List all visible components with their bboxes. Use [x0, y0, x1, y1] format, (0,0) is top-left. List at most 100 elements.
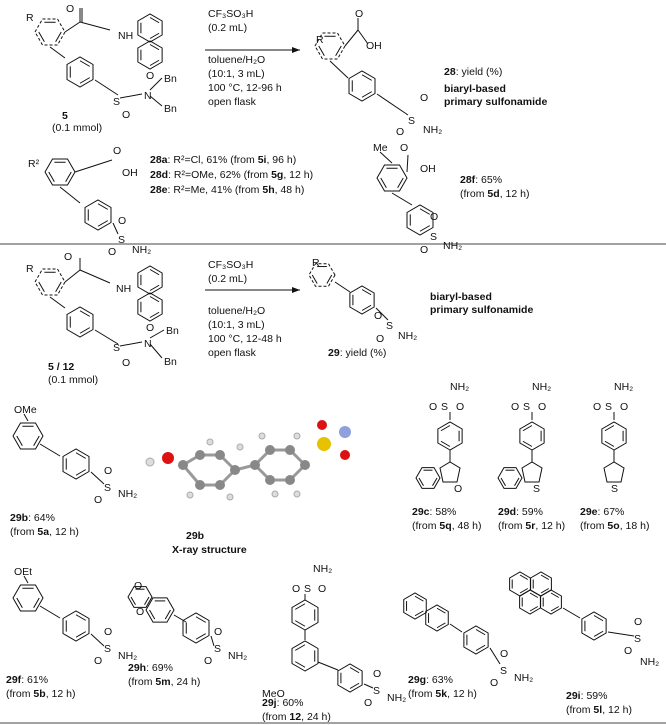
- sulfonyl-n-label: N: [144, 90, 152, 102]
- 28f-me-bond: [379, 151, 393, 164]
- reagent-amount: (0.2 mL): [208, 22, 248, 34]
- example-s-label: S: [118, 234, 126, 246]
- xray-carbon-atom: [265, 475, 275, 485]
- example-s-bond: [112, 222, 119, 235]
- 29b-ring-2: [62, 448, 90, 480]
- ring-double-bond: [149, 44, 160, 51]
- carbonyl-bond: [64, 21, 81, 33]
- compound-29d-source: (from 5r, 12 h): [498, 520, 566, 532]
- p2-carbonyl-bond: [64, 269, 81, 283]
- ring-double-bond: [349, 667, 360, 674]
- xray-carbon-atom: [215, 480, 225, 490]
- p2-sulfonyl-n: N: [144, 338, 152, 350]
- compound-29c-source: (from 5q, 48 h): [412, 520, 482, 532]
- p2-reagent-amount: (0.2 mL): [208, 273, 248, 285]
- 28f-biaryl-bond: [391, 192, 413, 206]
- compound-29e-source: (from 5o, 18 h): [580, 520, 650, 532]
- 29h-s: S: [214, 643, 222, 655]
- ring-double-bond: [97, 203, 108, 210]
- 29h-o2: O: [204, 655, 213, 667]
- ring-double-bond: [55, 281, 62, 292]
- 29h-benzo-ring: [145, 597, 175, 623]
- 29b-ome-bond: [23, 413, 29, 422]
- me-label-28f: Me: [373, 142, 388, 154]
- ring-double-bond: [149, 296, 160, 303]
- 29h-ring-o2: O: [136, 606, 145, 618]
- 29g-s-bond: [489, 647, 501, 665]
- p2-class-line-2: primary sulfonamide: [430, 304, 534, 316]
- compound-29j-yield: 29j: 60%: [262, 697, 304, 709]
- ring-double-bond: [295, 603, 306, 610]
- p2-product-biaryl-bond: [334, 281, 351, 293]
- ring-double-bond: [380, 177, 387, 188]
- sulfonyl-o2-label: O: [122, 109, 131, 121]
- xray-carbon-atom: [265, 445, 275, 455]
- ring-double-bond: [79, 60, 90, 67]
- compound-29f-yield: 29f: 61%: [6, 674, 49, 686]
- xray-hydrogen-atom: [145, 457, 155, 467]
- xray-carbon-atom: [250, 460, 260, 470]
- ring-double-bond: [414, 595, 424, 602]
- ring-double-bond: [149, 311, 160, 318]
- ring-double-bond: [326, 274, 333, 284]
- p2-bn-1: Bn: [166, 325, 179, 337]
- 29h-dioxane-ring: [127, 586, 153, 608]
- 29e-o2: O: [620, 401, 629, 413]
- product-nh2-label: NH₂: [423, 124, 443, 136]
- xray-hydrogen-atom: [293, 432, 301, 440]
- 29i-ring-2: [581, 611, 607, 641]
- ring-double-bond: [33, 597, 40, 608]
- 29e-ring-s: S: [611, 483, 619, 495]
- 28f-nh2-label: NH₂: [443, 240, 463, 252]
- xray-carbon-atom: [285, 445, 295, 455]
- ring-double-bond: [418, 477, 424, 487]
- p2-product-yield-caption: 29: yield (%): [328, 347, 387, 359]
- acid-oh-label-2: OH: [122, 167, 138, 179]
- 29i-o: O: [634, 616, 643, 628]
- xray-hydrogen-atom: [186, 491, 194, 499]
- acid-o-label: O: [355, 8, 364, 20]
- 29j-o: O: [373, 668, 382, 680]
- 29f-ring-1: [12, 584, 44, 612]
- ring-double-bond: [514, 477, 520, 487]
- amide-n-label-p2: NH: [116, 283, 132, 295]
- amide-n-label: NH: [118, 30, 134, 42]
- 28f-ring-1: [376, 164, 408, 192]
- start-amount: (0.1 mmol): [52, 122, 103, 134]
- 29j-o2: O: [364, 697, 373, 709]
- compound-29i-yield: 29i: 59%: [566, 690, 608, 702]
- product-r-label: R: [316, 34, 324, 46]
- 29c-phenyl-ring: [437, 421, 463, 451]
- class-line-1: biaryl-based: [444, 83, 506, 95]
- 29d-ring-s: S: [533, 483, 541, 495]
- 29d-five-ring: [521, 461, 543, 483]
- compound-29c-yield: 29c: 58%: [412, 506, 457, 518]
- 29d-benzo-ring: [497, 467, 523, 489]
- sulfonyl-o-label: O: [146, 70, 155, 82]
- 29h-ring-2: [182, 612, 210, 644]
- compound-29j-source: (from 12, 24 h): [262, 711, 331, 723]
- 29f-o: O: [104, 626, 113, 638]
- 29j-top-ring: [291, 599, 319, 631]
- example-acid-bond: [74, 159, 113, 173]
- 29e-s: S: [605, 401, 613, 413]
- amide-o-label: O: [66, 3, 75, 15]
- product-o-label: O: [420, 92, 429, 104]
- p2-product-o: O: [374, 310, 383, 322]
- solvent-text: toluene/H₂O: [208, 54, 266, 66]
- acid-o-label-28f: O: [400, 142, 409, 154]
- atmosphere: open flask: [208, 96, 256, 108]
- xray-oxygen-atom-3: [340, 450, 350, 460]
- 29c-benzo-ring: [415, 467, 441, 489]
- ring-double-bond: [79, 327, 90, 334]
- 29e-nh2: NH₂: [614, 381, 634, 393]
- product-yield-caption: 28: yield (%): [444, 66, 503, 78]
- amide-o-label-p2: O: [64, 251, 73, 263]
- compound-28f-source: (from 5d, 12 h): [460, 188, 530, 200]
- p2-temp-time: 100 °C, 12-48 h: [208, 333, 282, 345]
- xray-carbon-atom: [285, 475, 295, 485]
- p2-product-s: S: [386, 320, 394, 332]
- example-28d: 28d: R²=OMe, 62% (from 5g, 12 h): [150, 169, 314, 181]
- compound-29f-source: (from 5b, 12 h): [6, 688, 76, 700]
- p2-n-bn2: [149, 343, 163, 359]
